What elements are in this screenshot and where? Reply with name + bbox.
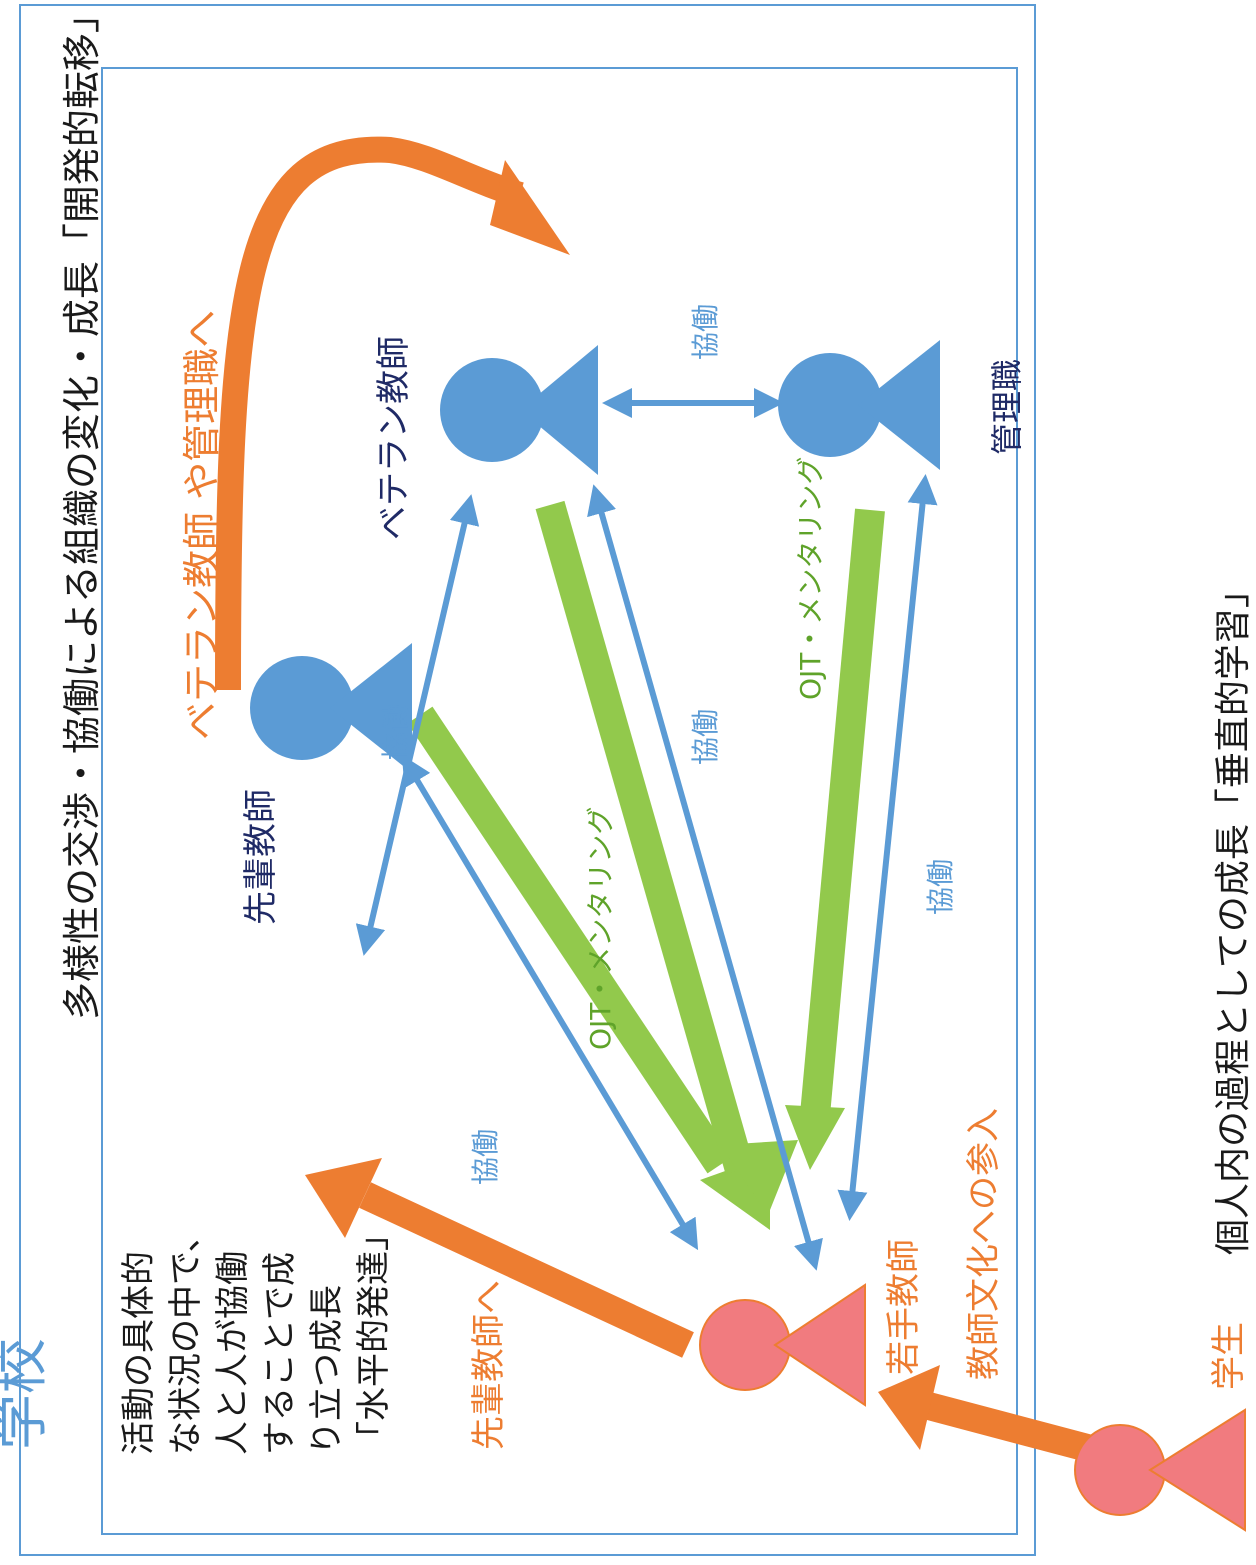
svg-text:な状況の中で、: な状況の中で、: [166, 1218, 206, 1455]
arc-arrow-head: [490, 160, 570, 255]
inner-school-frame: [101, 67, 1018, 1535]
arc-arrow-to-veteran: [215, 136, 524, 691]
manager-figure: [778, 340, 940, 470]
horizontal-caption: 活動の具体的 な状況の中で、 人と人が協働 することで成 り立つ成長 「水平的発…: [119, 1217, 394, 1455]
senior-figure: [250, 643, 412, 773]
veteran-label: ベテラン教師: [374, 336, 414, 540]
student-figure: [1074, 1408, 1246, 1532]
ojt-label-1: OJT・メンタリング: [584, 807, 617, 1050]
arrow-young-to-senior: [359, 1182, 694, 1358]
svg-text:「水平的発達」: 「水平的発達」: [354, 1217, 394, 1455]
collab-senior-veteran: [355, 494, 480, 956]
manager-label: 管理職: [988, 359, 1026, 455]
ojt-label-2: OJT・メンタリング: [794, 457, 827, 700]
collab-label-5: 協働: [469, 1129, 502, 1185]
arrow-young-to-senior-head: [305, 1158, 382, 1238]
top-caption: 多様性の交渉・協働による組織の変化・成長「開発的転移」: [60, 0, 104, 1020]
senior-label: 先輩教師: [241, 789, 281, 925]
outer-school-frame: [19, 4, 1036, 1556]
collab-label-3: 協働: [689, 709, 722, 765]
ojt-manager-to-young-head: [785, 1105, 845, 1170]
svg-text:り立つ成長: り立つ成長: [307, 1285, 347, 1455]
svg-text:人と人が協働: 人と人が協働: [213, 1251, 253, 1455]
collab-label-4: 協働: [924, 859, 957, 915]
school-label: 学校: [0, 1338, 54, 1450]
collab-manager-young: [837, 474, 938, 1221]
arrow-student-to-young-head: [878, 1365, 940, 1450]
young-label: 若手教師: [884, 1239, 924, 1375]
svg-text:活動の具体的: 活動の具体的: [119, 1251, 159, 1455]
collab-label-2: 協働: [379, 704, 412, 760]
collab-veteran-young: [587, 484, 823, 1271]
to-veteran-label: ベテラン教師 や管理職へ: [180, 310, 224, 740]
svg-text:することで成: することで成: [260, 1252, 300, 1455]
young-figure: [699, 1283, 866, 1407]
arrow-student-to-young: [921, 1391, 1099, 1464]
bottom-caption: 個人内の過程としての成長「垂直的学習」: [1213, 572, 1254, 1255]
into-culture-label: 教師文化への参入: [964, 1108, 1004, 1380]
veteran-figure: [440, 345, 598, 475]
collab-label-1: 協働: [689, 304, 722, 360]
student-label: 学生: [1209, 1322, 1249, 1390]
to-senior-label: 先輩教師へ: [469, 1280, 509, 1450]
